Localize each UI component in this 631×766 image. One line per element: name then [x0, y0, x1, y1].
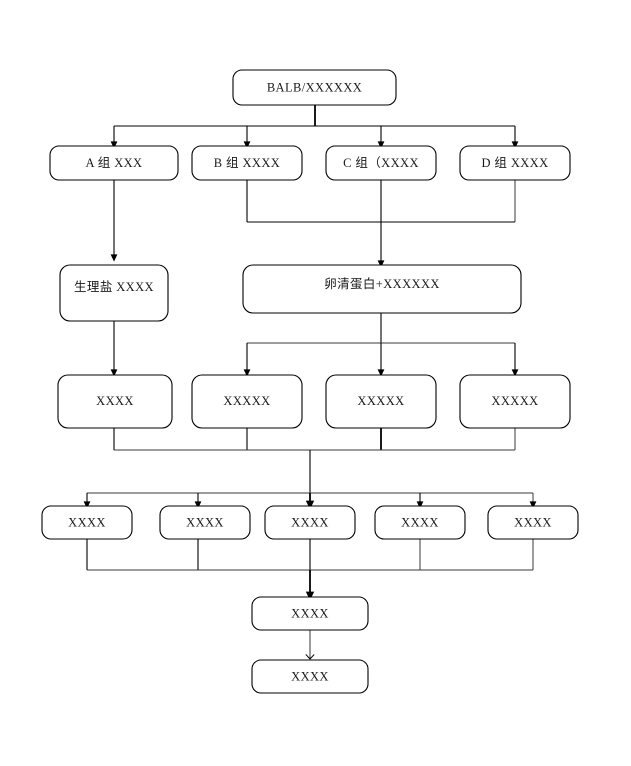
node-group-b-box[interactable]: [191, 145, 303, 181]
node-row3-2-label: XXXXX: [223, 394, 270, 408]
node-row4-1[interactable]: XXXX: [41, 505, 133, 540]
node-group-c[interactable]: C 组（XXXX: [325, 145, 437, 181]
node-root-box[interactable]: [232, 69, 397, 106]
node-group-d[interactable]: D 组 XXXX: [459, 145, 571, 181]
node-row4-3-box[interactable]: [264, 505, 356, 540]
node-row4-5-label: XXXX: [514, 515, 552, 529]
node-row3-3[interactable]: XXXXX: [325, 374, 437, 429]
node-result-1-box[interactable]: [251, 596, 369, 631]
node-row3-1-box[interactable]: [57, 374, 173, 429]
node-result-1-label: XXXX: [291, 606, 329, 620]
node-row3-4-box[interactable]: [459, 374, 571, 429]
node-group-c-box[interactable]: [325, 145, 437, 181]
node-result-2-label: XXXX: [291, 669, 329, 683]
node-row4-5-box[interactable]: [487, 505, 579, 540]
node-group-c-label: C 组（XXXX: [343, 156, 419, 170]
node-ovalbumin-box[interactable]: [242, 264, 522, 314]
node-row4-4-label: XXXX: [401, 515, 439, 529]
node-saline[interactable]: 生理盐 XXXX: [59, 264, 169, 322]
node-ovalbumin-label: 卵清蛋白+XXXXXX: [324, 276, 440, 291]
node-row3-1[interactable]: XXXX: [57, 374, 173, 429]
node-group-a-box[interactable]: [49, 145, 179, 181]
node-group-b-label: B 组 XXXX: [214, 156, 280, 170]
node-saline-box[interactable]: [59, 264, 169, 322]
node-row3-3-box[interactable]: [325, 374, 437, 429]
node-saline-label: 生理盐 XXXX: [74, 280, 154, 294]
node-row3-3-label: XXXXX: [357, 394, 404, 408]
node-row4-5[interactable]: XXXX: [487, 505, 579, 540]
node-root[interactable]: BALB/XXXXXX: [232, 69, 397, 106]
connector-layer: [83, 105, 537, 660]
node-row3-1-label: XXXX: [96, 394, 134, 408]
node-row3-4-label: XXXXX: [491, 394, 538, 408]
node-result-2[interactable]: XXXX: [251, 659, 369, 694]
node-row3-2-box[interactable]: [191, 374, 303, 429]
node-group-d-box[interactable]: [459, 145, 571, 181]
node-row4-1-label: XXXX: [68, 515, 106, 529]
node-row4-1-box[interactable]: [41, 505, 133, 540]
node-row3-2[interactable]: XXXXX: [191, 374, 303, 429]
node-result-2-box[interactable]: [251, 659, 369, 694]
node-row4-2-box[interactable]: [159, 505, 251, 540]
node-group-a-label: A 组 XXX: [86, 156, 143, 170]
node-layer: BALB/XXXXXX A 组 XXX B 组 XXXX C 组（XXXX D …: [41, 69, 579, 694]
node-group-d-label: D 组 XXXX: [481, 156, 548, 170]
node-row4-4[interactable]: XXXX: [374, 505, 466, 540]
node-result-1[interactable]: XXXX: [251, 596, 369, 631]
node-row4-2[interactable]: XXXX: [159, 505, 251, 540]
node-ovalbumin[interactable]: 卵清蛋白+XXXXXX: [242, 264, 522, 314]
node-row3-4[interactable]: XXXXX: [459, 374, 571, 429]
node-row4-3[interactable]: XXXX: [264, 505, 356, 540]
node-row4-3-label: XXXX: [291, 515, 329, 529]
node-row4-2-label: XXXX: [186, 515, 224, 529]
node-root-label: BALB/XXXXXX: [267, 80, 362, 94]
node-row4-4-box[interactable]: [374, 505, 466, 540]
node-group-a[interactable]: A 组 XXX: [49, 145, 179, 181]
node-group-b[interactable]: B 组 XXXX: [191, 145, 303, 181]
